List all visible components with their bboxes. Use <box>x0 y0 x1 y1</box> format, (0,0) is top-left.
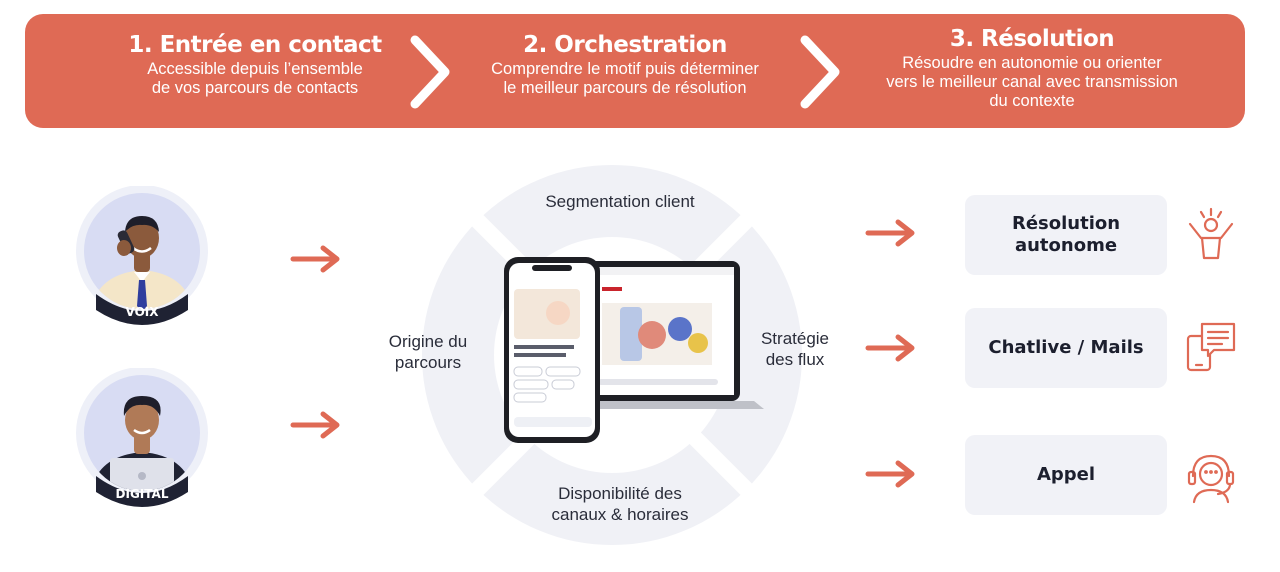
step-resolution: 3. Résolution Résoudre en autonomie ou o… <box>847 14 1217 128</box>
digital-label: DIGITAL <box>116 487 169 501</box>
outcome-appel: Appel <box>965 435 1167 515</box>
arrow-right-icon <box>290 411 340 439</box>
chat-message-icon <box>1186 322 1236 372</box>
process-banner: 1. Entrée en contact Accessible depuis l… <box>25 14 1245 128</box>
devices-illustration <box>504 257 764 443</box>
step-title: 3. Résolution <box>949 26 1115 52</box>
headset-agent-icon <box>1187 454 1235 504</box>
step-description: Accessible depuis l’ensemble de vos parc… <box>147 60 363 97</box>
arrow-right-icon <box>865 460 915 488</box>
chevron-right-icon <box>800 35 840 109</box>
step-orchestration: 2. Orchestration Comprendre le motif pui… <box>455 14 795 128</box>
chevron-right-icon <box>410 35 450 109</box>
person-celebrating-icon <box>1188 207 1234 260</box>
step-title: 1. Entrée en contact <box>128 32 382 58</box>
arrow-right-icon <box>865 334 915 362</box>
step-description: Résoudre en autonomie ou orienter vers l… <box>886 54 1178 110</box>
arrow-right-icon <box>865 219 915 247</box>
wheel-label-disponibilite: Disponibilité des canaux & horaires <box>551 484 689 524</box>
avatar-voix: VOIX <box>76 186 208 325</box>
wheel-label-origine: Origine du parcours <box>388 332 468 372</box>
step-title: 2. Orchestration <box>523 32 727 58</box>
voix-label: VOIX <box>126 305 160 319</box>
step-entree-en-contact: 1. Entrée en contact Accessible depuis l… <box>85 14 425 128</box>
wheel-label-segmentation: Segmentation client <box>545 192 695 211</box>
wheel-label-strategie: Stratégie des flux <box>760 329 830 369</box>
arrow-right-icon <box>290 245 340 273</box>
avatar-digital: DIGITAL <box>76 368 208 507</box>
outcome-chatlive-mails: Chatlive / Mails <box>965 308 1167 388</box>
outcome-resolution-autonome: Résolution autonome <box>965 195 1167 275</box>
step-description: Comprendre le motif puis déterminer le m… <box>491 60 759 97</box>
